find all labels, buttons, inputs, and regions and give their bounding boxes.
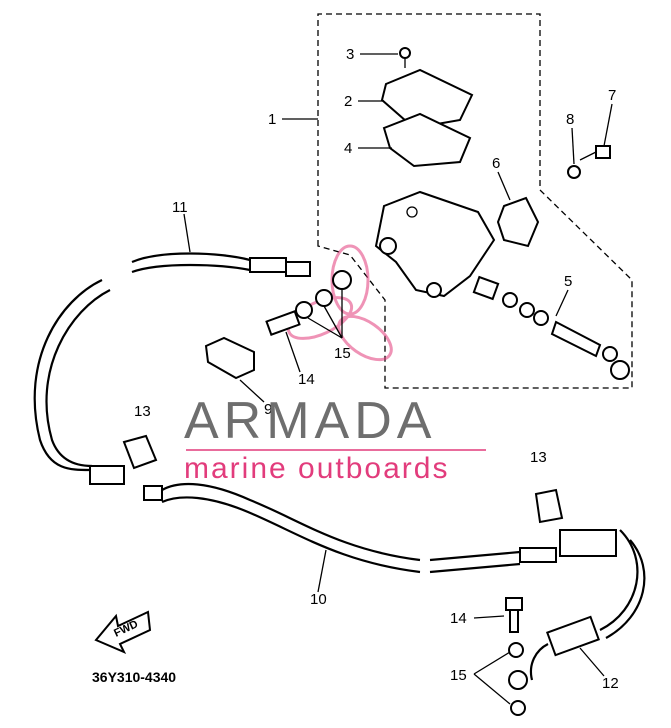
washer-part-15-upper-c (295, 301, 313, 319)
part-label-7: 7 (608, 87, 616, 104)
part-label-1: 1 (268, 111, 276, 128)
union-bolt-part-14-lower (505, 597, 523, 633)
washer-part-15-lower-a (508, 642, 524, 658)
assembly-boundary (317, 13, 633, 389)
washer-part-15-upper-a (332, 270, 352, 290)
washer-part-15-lower-b (508, 670, 528, 690)
washer-part-15-upper-b (315, 289, 333, 307)
grommet-part-13-left (122, 434, 158, 470)
part-label-14-lower: 14 (450, 610, 467, 627)
piston-kit-part-5 (472, 275, 630, 380)
fwd-arrow: FWD (94, 610, 152, 654)
part-label-3: 3 (346, 46, 354, 63)
part-label-14-upper: 14 (298, 371, 315, 388)
leader-lines (183, 53, 613, 705)
watermark-tagline: marine outboards (184, 452, 449, 485)
part-label-9: 9 (264, 401, 272, 418)
brake-hose-part-12 (529, 529, 646, 681)
part-label-15-lower: 15 (450, 667, 467, 684)
washer-part-15-lower-c (510, 700, 526, 716)
part-label-4: 4 (344, 140, 352, 157)
part-label-10: 10 (310, 591, 327, 608)
part-label-11: 11 (172, 199, 188, 216)
holder-part-6 (496, 196, 540, 248)
part-label-13-right: 13 (530, 449, 547, 466)
bolt-part-7 (579, 145, 611, 161)
grommet-part-13-right (534, 488, 564, 524)
reservoir-cap-part-2 (380, 68, 474, 130)
watermark-brand: ARMADA (184, 392, 436, 450)
part-label-12: 12 (602, 675, 619, 692)
union-bolt-part-14-upper (265, 310, 301, 336)
part-label-2: 2 (344, 93, 352, 110)
screw-part-3 (399, 47, 411, 68)
part-label-6: 6 (492, 155, 500, 172)
part-label-15-upper: 15 (334, 345, 351, 362)
washer-part-8 (567, 165, 581, 179)
diagram-code: 36Y310-4340 (92, 669, 176, 685)
part-label-13-left: 13 (134, 403, 151, 420)
brake-hose-part-10 (33, 279, 617, 574)
part-label-5: 5 (564, 273, 572, 290)
part-label-8: 8 (566, 111, 574, 128)
diaphragm-part-4 (382, 112, 472, 168)
brake-hose-part-11 (131, 252, 311, 277)
cap-part-9 (204, 336, 255, 380)
